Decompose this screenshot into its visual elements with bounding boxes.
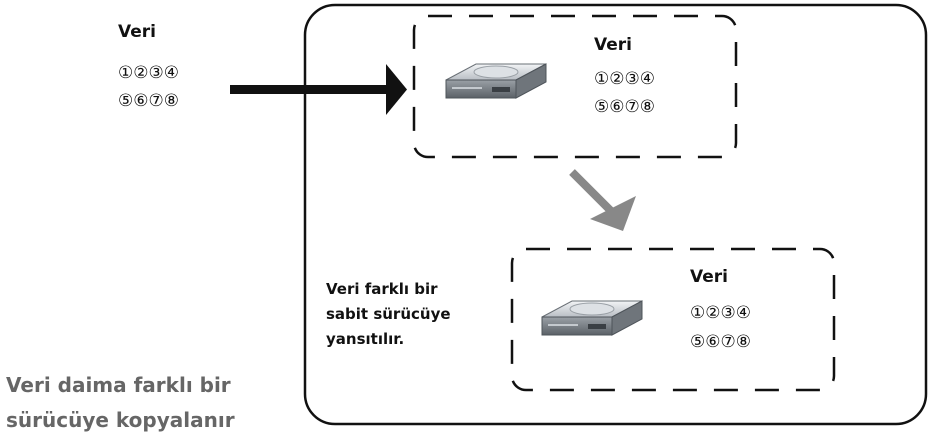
primary-drive-data-row1: ①②③④ [594, 69, 655, 89]
mirror-arrow [569, 169, 636, 231]
mirror-note-line: yansıtılır. [326, 330, 405, 348]
source-data-blocks-row2: ⑤⑥⑦⑧ [118, 91, 179, 111]
caption-line: Veri daima farklı bir [6, 373, 231, 397]
mirror-drive-data-label: Veri [690, 267, 728, 287]
primary-drive-data-row2: ⑤⑥⑦⑧ [594, 97, 655, 117]
source-data-blocks-row1: ①②③④ [118, 63, 179, 83]
caption: Veri daima farklı bir sürücüye kopyalanı… [6, 368, 235, 438]
mirror-note: Veri farklı bir sabit sürücüye yansıtılı… [326, 277, 451, 352]
drive-box-mirror [510, 247, 836, 392]
mirror-note-line: sabit sürücüye [326, 305, 451, 323]
hard-drive-icon [541, 300, 643, 336]
source-data-label: Veri [118, 22, 156, 42]
write-arrow [230, 64, 407, 115]
caption-line: sürücüye kopyalanır [6, 408, 235, 432]
mirror-note-line: Veri farklı bir [326, 280, 438, 298]
mirror-drive-data-row1: ①②③④ [690, 303, 751, 323]
primary-drive-data-label: Veri [594, 35, 632, 55]
drive-box-primary [412, 14, 738, 159]
mirror-drive-data-row2: ⑤⑥⑦⑧ [690, 332, 751, 352]
hard-drive-icon [445, 63, 547, 99]
